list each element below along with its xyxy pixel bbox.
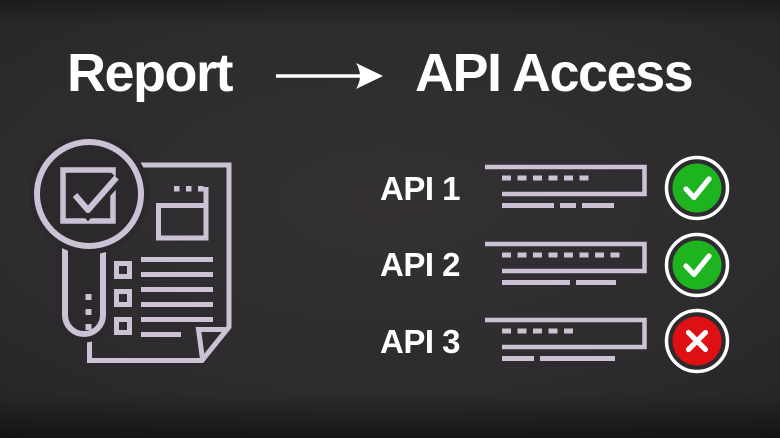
right-arrow-icon: [276, 63, 383, 89]
magnifier-checklist-document-icon: [30, 135, 232, 363]
api-row-label: API 3: [380, 322, 461, 360]
api-access-list: API 1 API 2 API 3: [380, 150, 738, 380]
target-title: API Access: [415, 43, 694, 103]
api-row: API 3: [380, 303, 738, 380]
api-row-label: API 1: [380, 169, 461, 207]
check-icon: [664, 232, 730, 298]
source-title: Report: [67, 43, 234, 103]
api-field-icon: [485, 241, 647, 285]
api-field-icon: [485, 165, 647, 209]
api-row: API 2: [380, 227, 738, 304]
check-icon: [664, 156, 730, 221]
api-field-icon: [485, 318, 647, 362]
cross-icon: [664, 309, 730, 374]
api-row-label: API 2: [380, 246, 461, 284]
api-row: API 1: [380, 150, 738, 227]
